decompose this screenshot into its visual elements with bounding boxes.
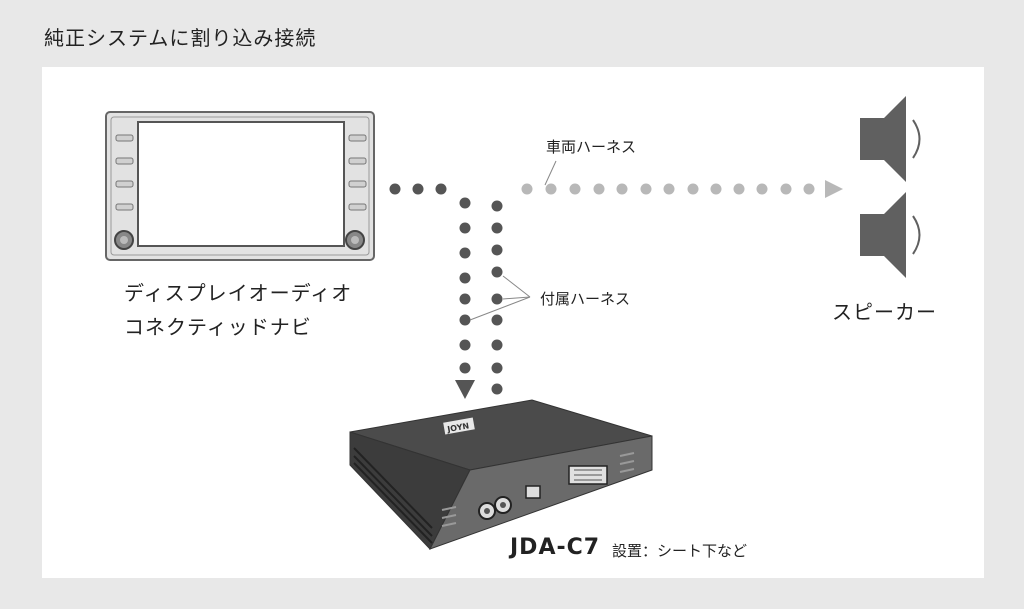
accessory-harness-path-left [389,183,471,374]
device-logo: JOYN [446,421,470,434]
accessory-harness-leader [469,275,531,321]
display-audio-label-line2: コネクティッドナビ [124,315,312,339]
device-install-label: 設置：シート下など [612,542,748,560]
display-audio-label-line1: ディスプレイオーディオ [124,281,353,305]
vehicle-harness-label: 車両ハーネス [546,138,637,156]
accessory-harness-path-right [491,200,503,395]
accessory-harness-label: 付属ハーネス [540,290,631,308]
device-model-label: JDA-C7 [510,535,601,560]
display-audio-unit [105,111,375,261]
speaker-icon [860,96,921,278]
vehicle-harness-path [521,183,815,195]
arrow-right-icon [825,180,843,198]
arrow-down-icon [455,380,475,399]
speaker-label: スピーカー [832,300,937,324]
vehicle-harness-leader [544,160,557,186]
page-title: 純正システムに割り込み接続 [44,26,317,50]
jda-c7-device: JOYN [349,399,653,550]
display-audio-label: ディスプレイオーディオ コネクティッドナビ [124,276,352,344]
